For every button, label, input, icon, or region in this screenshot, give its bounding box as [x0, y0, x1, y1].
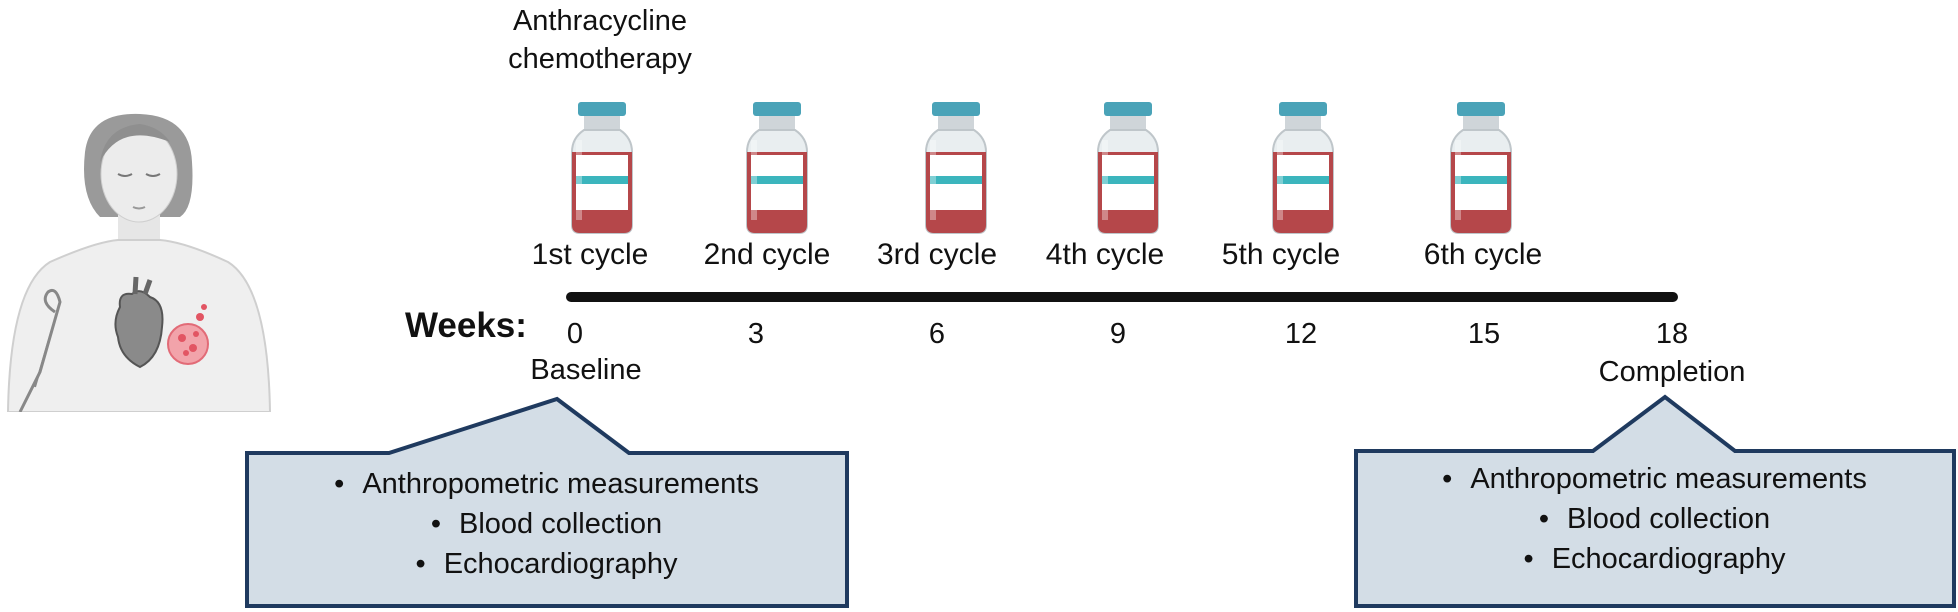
heart-icon [114, 276, 164, 369]
completion-callout: Anthropometric measurements Blood collec… [1353, 394, 1956, 608]
cycle-label: 1st cycle [531, 238, 649, 271]
completion-item-echo: Echocardiography [1353, 539, 1956, 579]
medication-vial-icon [921, 100, 991, 235]
week-tick-label: 18 [1655, 318, 1689, 350]
treatment-title: Anthracycline chemotherapy [440, 2, 760, 78]
week-tick-label: 6 [928, 318, 946, 350]
milestone-completion: Completion [1598, 356, 1746, 388]
week-tick-label: 12 [1284, 318, 1318, 350]
baseline-item-echo: Echocardiography [244, 544, 849, 584]
medication-vial-icon [567, 100, 637, 235]
weeks-label: Weeks: [405, 306, 527, 345]
baseline-item-blood: Blood collection [244, 504, 849, 544]
week-tick-label: 9 [1109, 318, 1127, 350]
week-tick-label: 0 [566, 318, 584, 350]
completion-list: Anthropometric measurements Blood collec… [1353, 459, 1956, 579]
breast-tumor-icon [167, 304, 209, 365]
medication-vial-icon [1268, 100, 1338, 235]
baseline-callout: Anthropometric measurements Blood collec… [244, 396, 849, 608]
cycle-label: 5th cycle [1221, 238, 1341, 271]
completion-item-blood: Blood collection [1353, 499, 1956, 539]
medication-vial-icon [742, 100, 812, 235]
patient-torso-icon [0, 112, 275, 413]
medication-vial-icon [1446, 100, 1516, 235]
milestone-baseline: Baseline [530, 354, 642, 386]
week-tick-label: 15 [1467, 318, 1501, 350]
baseline-item-anthropometric: Anthropometric measurements [244, 464, 849, 504]
treatment-title-text: Anthracycline chemotherapy [508, 5, 692, 75]
cycle-label: 6th cycle [1423, 238, 1543, 271]
completion-item-anthropometric: Anthropometric measurements [1353, 459, 1956, 499]
cycle-label: 3rd cycle [876, 238, 998, 271]
timeline-bar [566, 292, 1678, 302]
cycle-label: 4th cycle [1045, 238, 1165, 271]
medication-vial-icon [1093, 100, 1163, 235]
baseline-list: Anthropometric measurements Blood collec… [244, 464, 849, 584]
week-tick-label: 3 [747, 318, 765, 350]
cycle-label: 2nd cycle [703, 238, 831, 271]
